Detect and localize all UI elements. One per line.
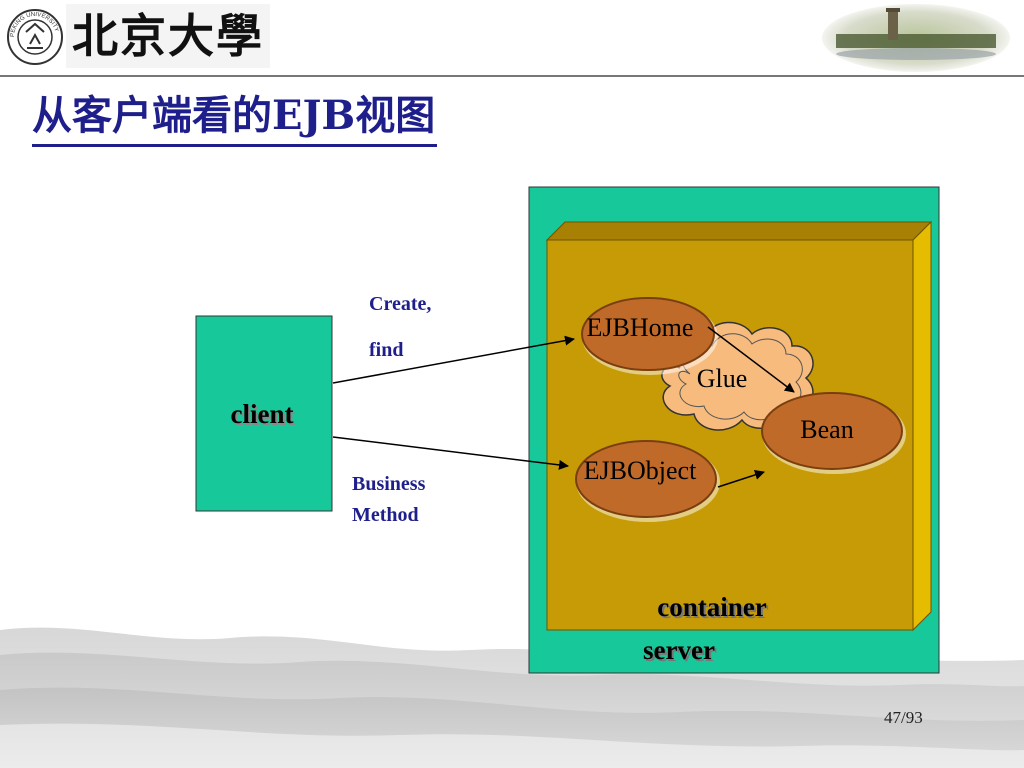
business-method-arrow <box>332 436 569 470</box>
glue-label: Glue <box>697 364 748 393</box>
header: PEKING UNIVERSITY 北京大學 <box>0 0 1024 77</box>
client-box <box>195 315 333 512</box>
bean-label: Bean <box>800 415 853 444</box>
ejbhome-to-bean-arrow <box>707 326 795 393</box>
server-label: server <box>643 635 715 665</box>
create-find-arrow <box>332 335 575 384</box>
ejbobject-to-bean-arrow <box>717 470 765 488</box>
university-logo-text: 北京大學 <box>66 4 270 68</box>
method-label: Method <box>352 504 419 526</box>
bean-node <box>761 392 906 474</box>
container-label-shadow: container <box>659 594 768 624</box>
container-label: container <box>657 592 766 622</box>
server-label-shadow: server <box>645 637 717 667</box>
ejbhome-node <box>581 297 718 375</box>
header-divider <box>0 75 1024 77</box>
find-label: find <box>369 339 403 361</box>
campus-photo <box>822 4 1010 72</box>
client-label-shadow: client <box>231 399 294 429</box>
create-label: Create, <box>369 293 431 315</box>
ejbobject-label: EJBObject <box>584 456 697 485</box>
ejbhome-label: EJBHome <box>587 313 694 342</box>
slide-title: 从客户端看的EJB视图 <box>32 88 438 147</box>
university-seal-icon: PEKING UNIVERSITY <box>7 9 63 65</box>
ejbobject-node <box>575 440 720 522</box>
client-label: client <box>233 401 296 431</box>
page-number: 47/93 <box>884 708 923 727</box>
business-label: Business <box>352 473 426 495</box>
